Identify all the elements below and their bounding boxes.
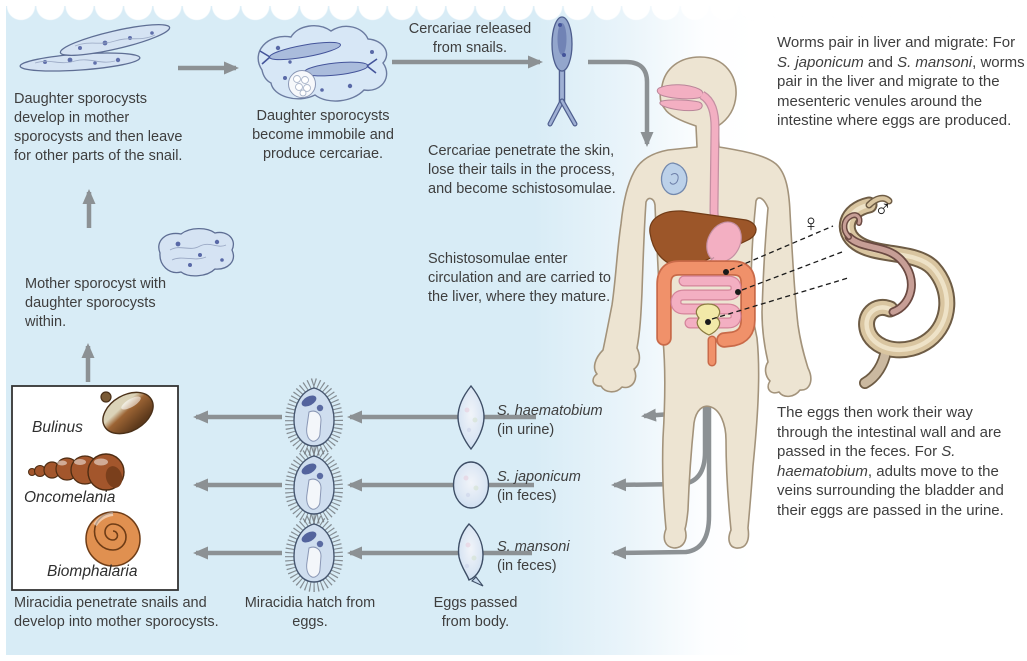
caption-daughter-develop: Daughter sporocysts develop in mother sp… bbox=[14, 91, 183, 164]
egg-mansoni-illustration bbox=[457, 523, 484, 587]
species-name: S. haematobium bbox=[497, 403, 603, 419]
label-egg-japonicum: S. japonicum (in feces) bbox=[497, 468, 637, 506]
species-name: S. japonicum bbox=[497, 469, 581, 485]
immobile-sporocyst-illustration bbox=[257, 25, 388, 102]
egg-route: (in feces) bbox=[497, 558, 557, 574]
caption-miracidia-penetrate: Miracidia penetrate snails and develop i… bbox=[14, 595, 219, 630]
female-symbol-icon: ♀ bbox=[802, 210, 820, 237]
mouth-illustration bbox=[656, 84, 704, 112]
mother-sporocyst-illustration bbox=[158, 227, 234, 277]
biomphalaria-snail-illustration bbox=[85, 511, 141, 567]
worm-leader-lines bbox=[711, 225, 849, 320]
miracidium-3-illustration bbox=[291, 520, 337, 586]
worm-location-dots bbox=[705, 269, 741, 325]
egg-haematobium-illustration bbox=[457, 384, 485, 451]
label-biomphalaria: Biomphalaria bbox=[47, 563, 138, 580]
caption-eggs-passed: Eggs passed from body. bbox=[433, 595, 518, 630]
bulinus-snail-illustration bbox=[100, 391, 154, 435]
caption-cercariae-released: Cercariae released from snails. bbox=[408, 21, 532, 56]
label-egg-haematobium: S. haematobium (in urine) bbox=[497, 402, 637, 440]
arrow-body-to-feces-egg2 bbox=[611, 386, 712, 560]
egg-japonicum-illustration bbox=[452, 461, 490, 509]
caption-miracidia-hatch: Miracidia hatch from eggs. bbox=[244, 595, 376, 630]
human-figure bbox=[592, 56, 849, 549]
large-intestine-illustration bbox=[656, 260, 756, 367]
caption-schistosomulae-enter: Schistosomulae enter circulation and are… bbox=[428, 251, 611, 305]
label-oncomelania: Oncomelania bbox=[24, 489, 116, 506]
daughter-sporocysts-illustration bbox=[19, 24, 171, 72]
cercaria-illustration bbox=[547, 16, 578, 127]
caption-daughter-immobile: Daughter sporocysts become immobile and … bbox=[252, 108, 394, 162]
caption-eggs-pass-out: The eggs then work their way through the… bbox=[777, 404, 1004, 519]
caption-worms-pair: Worms pair in liver and migrate: For S. … bbox=[777, 34, 1025, 129]
male-symbol-icon: ♂ bbox=[874, 196, 892, 223]
label-egg-mansoni: S. mansoni (in feces) bbox=[497, 538, 637, 576]
label-bulinus: Bulinus bbox=[32, 419, 83, 436]
egg-route: (in feces) bbox=[497, 488, 557, 504]
adult-worm-pair-illustration bbox=[838, 194, 956, 389]
miracidium-2-illustration bbox=[291, 452, 337, 518]
egg-route: (in urine) bbox=[497, 422, 555, 438]
arrow-cercaria-to-skin bbox=[588, 59, 654, 147]
water-surface-scallop-border bbox=[6, 5, 1020, 27]
oncomelania-snail-illustration bbox=[28, 453, 125, 491]
miracidium-1-illustration bbox=[291, 384, 337, 450]
caption-cercariae-penetrate: Cercariae penetrate the skin, lose their… bbox=[428, 143, 616, 197]
schistosomula-illustration bbox=[660, 162, 688, 196]
species-name: S. mansoni bbox=[497, 539, 570, 555]
caption-mother-sporocyst: Mother sporocyst with daughter sporocyst… bbox=[25, 276, 167, 330]
human-body-silhouette bbox=[592, 56, 812, 549]
small-intestine-illustration bbox=[670, 275, 742, 329]
